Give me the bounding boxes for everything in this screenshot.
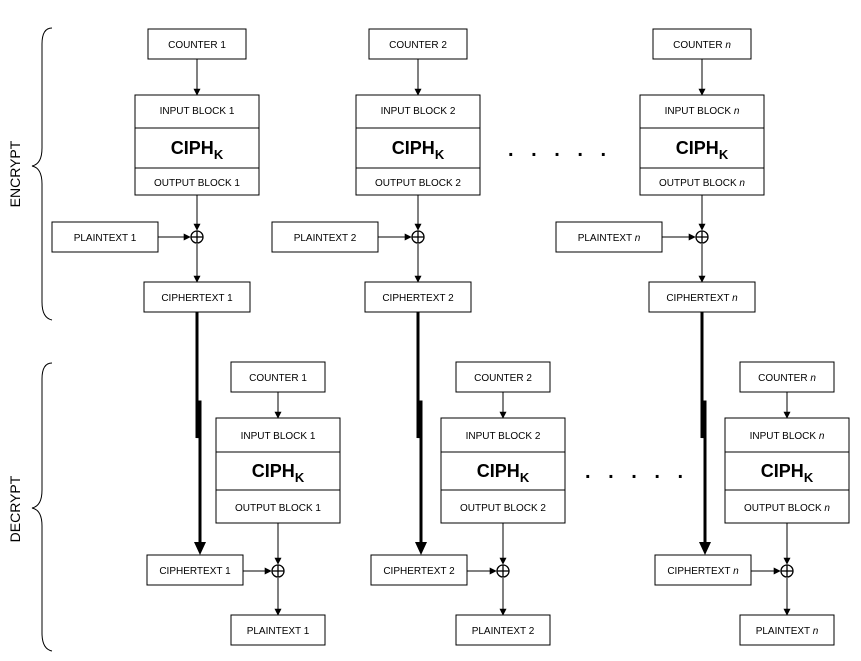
ciphertext-label: CIPHERTEXT 2 — [382, 293, 454, 304]
counter-label: COUNTER 2 — [474, 373, 532, 384]
cipher-block — [355, 94, 481, 196]
counter-label: COUNTER n — [673, 40, 731, 51]
decrypt-ellipsis: . . . . . — [585, 461, 689, 483]
ciphertext-box — [370, 554, 468, 586]
plaintext-label: PLAINTEXT n — [578, 233, 641, 244]
counter-label: COUNTER 2 — [389, 40, 447, 51]
input-block-label: INPUT BLOCK n — [750, 431, 825, 442]
cipher-block — [134, 94, 260, 196]
counter-label: COUNTER n — [758, 373, 816, 384]
ciphertext-label: CIPHERTEXT n — [666, 293, 738, 304]
decrypt-brace — [31, 362, 53, 652]
input-block-label: INPUT BLOCK 2 — [466, 431, 541, 442]
counter-label: COUNTER 1 — [168, 40, 226, 51]
plaintext-box — [455, 614, 551, 646]
plaintext-box — [271, 221, 379, 253]
ciphertext-label: CIPHERTEXT 2 — [383, 566, 455, 577]
plaintext-label: PLAINTEXT 1 — [247, 626, 310, 637]
plaintext-box — [555, 221, 663, 253]
ciphertext-box — [648, 281, 756, 313]
ciphertext-transfer-2 — [415, 312, 427, 555]
ciphertext-label: CIPHERTEXT 1 — [159, 566, 231, 577]
ciphertext-label: CIPHERTEXT 1 — [161, 293, 233, 304]
ciphertext-box — [364, 281, 472, 313]
encrypt-label: ENCRYPT — [7, 140, 23, 207]
ciphertext-transfer-3 — [699, 312, 711, 555]
output-block-label: OUTPUT BLOCK n — [659, 178, 745, 189]
output-block-label: OUTPUT BLOCK n — [744, 503, 830, 514]
xor-icon — [411, 230, 425, 244]
decrypt-stage-1: COUNTER 1 INPUT BLOCK 1 CIPHK OUTPUT BLOCK … — [146, 361, 341, 646]
xor-icon — [190, 230, 204, 244]
encrypt-brace — [31, 27, 53, 321]
xor-icon — [271, 564, 285, 578]
ciph-k-label: CIPHK — [761, 461, 814, 485]
plaintext-box — [739, 614, 835, 646]
xor-icon — [496, 564, 510, 578]
output-block-label: OUTPUT BLOCK 2 — [375, 178, 461, 189]
counter-box — [455, 361, 551, 393]
encrypt-stage-1: COUNTER 1 INPUT BLOCK 1 CIPHK OUTPUT BLOCK … — [51, 28, 260, 313]
plaintext-label: PLAINTEXT n — [756, 626, 819, 637]
plaintext-box — [230, 614, 326, 646]
ciphertext-label: CIPHERTEXT n — [667, 566, 739, 577]
encrypt-stage-2: COUNTER 2 INPUT BLOCK 2 CIPHK OUTPUT BLOCK … — [271, 28, 481, 313]
output-block-label: OUTPUT BLOCK 1 — [235, 503, 321, 514]
counter-box — [368, 28, 468, 60]
encrypt-ellipsis: . . . . . — [508, 139, 612, 161]
decrypt-stage-2: COUNTER 2 INPUT BLOCK 2 CIPHK OUTPUT BLOCK … — [370, 361, 566, 646]
input-block-label: INPUT BLOCK 1 — [160, 106, 235, 117]
ciph-k-label: CIPHK — [171, 138, 224, 162]
decrypt-label: DECRYPT — [7, 475, 23, 542]
plaintext-label: PLAINTEXT 2 — [294, 233, 357, 244]
plaintext-label: PLAINTEXT 1 — [74, 233, 137, 244]
xor-icon — [780, 564, 794, 578]
input-block-label: INPUT BLOCK 1 — [241, 431, 316, 442]
plaintext-label: PLAINTEXT 2 — [472, 626, 535, 637]
decrypt-stage-3: COUNTER n INPUT BLOCK n CIPHK OUTPUT BLOCK … — [654, 361, 850, 646]
counter-box — [147, 28, 247, 60]
counter-label: COUNTER 1 — [249, 373, 307, 384]
counter-box — [230, 361, 326, 393]
input-block-label: INPUT BLOCK n — [665, 106, 740, 117]
encrypt-stage-3: COUNTER n INPUT BLOCK n CIPHK OUTPUT BLOCK … — [555, 28, 765, 313]
ciph-k-label: CIPHK — [252, 461, 305, 485]
ciph-k-label: CIPHK — [392, 138, 445, 162]
xor-icon — [695, 230, 709, 244]
ciph-k-label: CIPHK — [676, 138, 729, 162]
ciph-k-label: CIPHK — [477, 461, 530, 485]
ciphertext-box — [654, 554, 752, 586]
cipher-block — [440, 417, 566, 524]
input-block-label: INPUT BLOCK 2 — [381, 106, 456, 117]
output-block-label: OUTPUT BLOCK 1 — [154, 178, 240, 189]
cipher-block — [215, 417, 341, 524]
output-block-label: OUTPUT BLOCK 2 — [460, 503, 546, 514]
ciphertext-box — [146, 554, 244, 586]
cipher-block — [724, 417, 850, 524]
ciphertext-transfer-1 — [194, 312, 206, 555]
counter-box — [739, 361, 835, 393]
